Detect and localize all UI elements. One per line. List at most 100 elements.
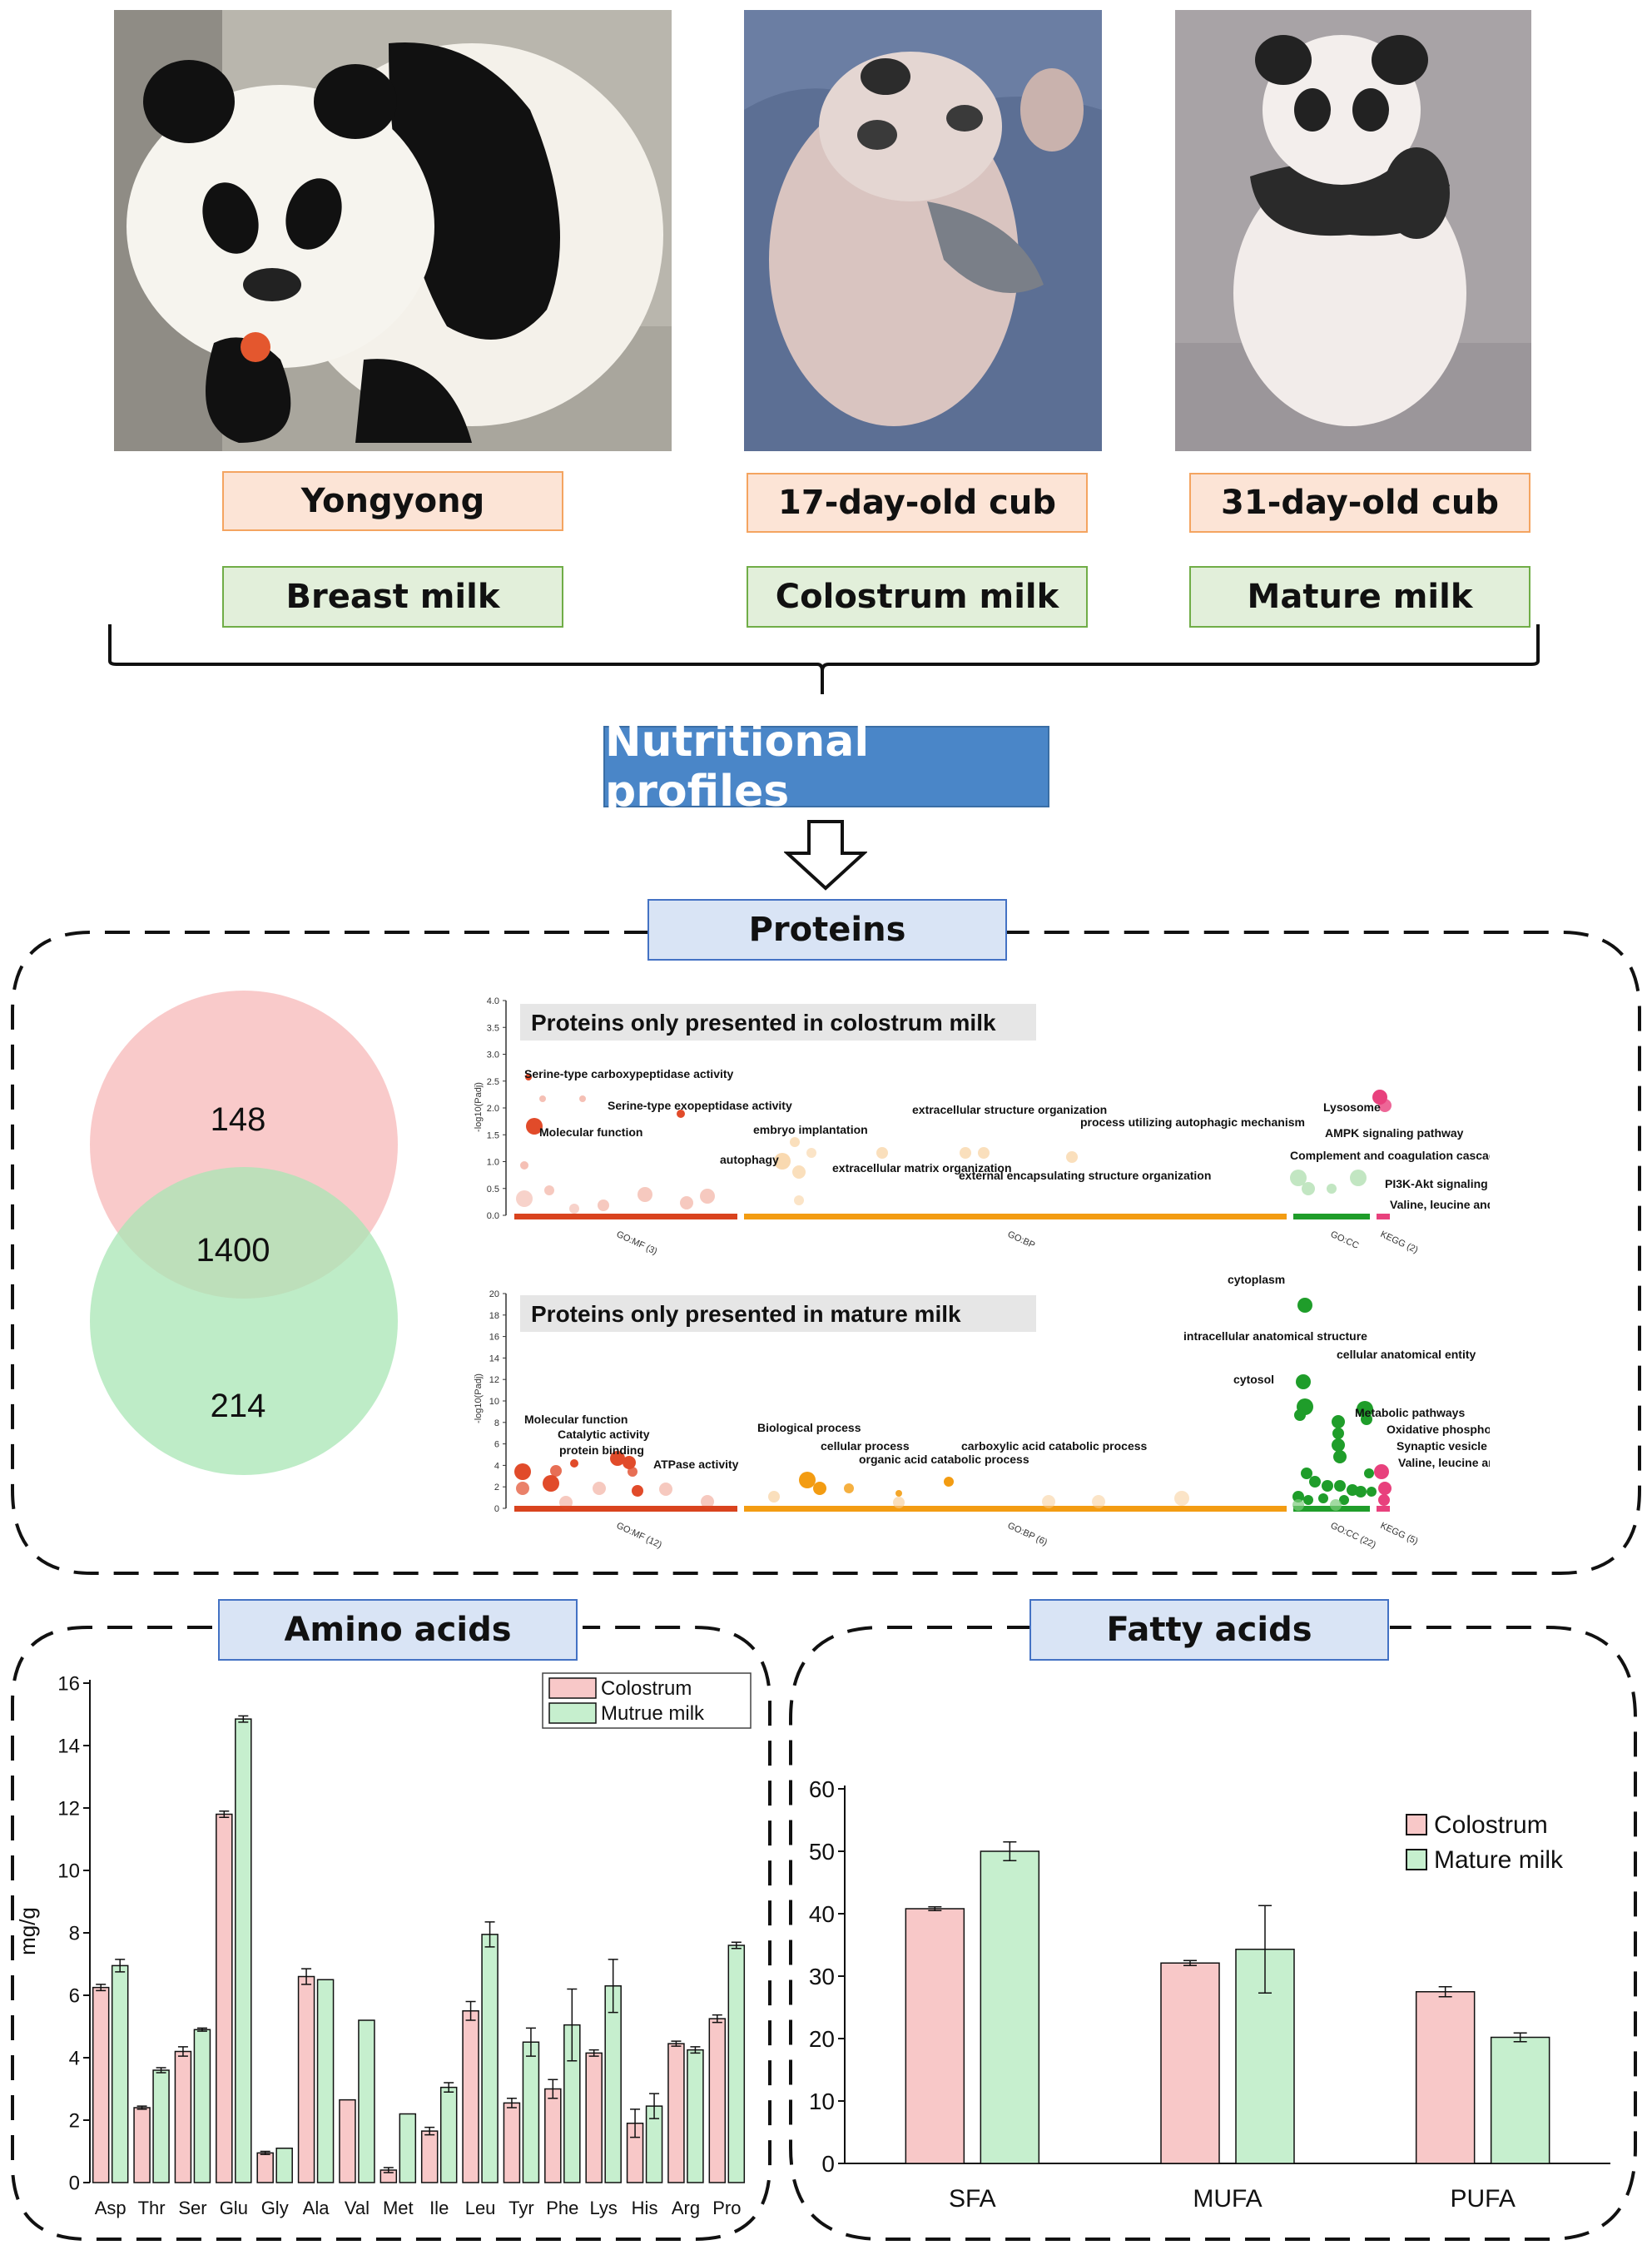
enrichment-point xyxy=(570,1459,578,1468)
enrichment-point xyxy=(1296,1374,1311,1389)
category-label: Leu xyxy=(465,2198,496,2218)
enrichment-point xyxy=(559,1496,573,1509)
y-tick-label: 16 xyxy=(57,1672,80,1695)
mature-ylabel: -log10(Padj) xyxy=(474,1373,484,1423)
bar-colostrum xyxy=(667,2043,685,2183)
bar-colostrum xyxy=(420,2130,439,2183)
enrichment-point xyxy=(978,1147,990,1159)
enrichment-point xyxy=(701,1495,714,1508)
mature-annotation: Synaptic vesicle cycle xyxy=(1397,1439,1490,1453)
category-label: Lys xyxy=(589,2198,617,2218)
bar-mutrue-milk xyxy=(604,1985,622,2183)
category-label: Asp xyxy=(95,2198,127,2218)
mature-annotation: carboxylic acid catabolic process xyxy=(961,1439,1148,1453)
label-colostrum-milk: Colostrum milk xyxy=(747,566,1088,628)
bar-mutrue-milk xyxy=(358,2019,375,2183)
y-tick-label: 2.5 xyxy=(487,1077,499,1087)
y-tick-label: 0.0 xyxy=(487,1211,499,1221)
photo-17-day-cub xyxy=(744,10,1102,451)
bar-colostrum xyxy=(503,2102,521,2183)
enrichment-point xyxy=(1322,1480,1333,1492)
bar-mutrue-milk xyxy=(687,2049,704,2183)
y-tick-label: 14 xyxy=(57,1735,80,1757)
colostrum-annotation: Serine-type exopeptidase activity xyxy=(608,1099,792,1112)
bar-mutrue-milk xyxy=(727,1945,746,2183)
enrichment-point xyxy=(525,1074,532,1080)
bar-colostrum xyxy=(462,2010,479,2183)
label-31-day-cub: 31-day-old cub xyxy=(1189,473,1530,533)
fatty-legend: Colostrum Mature milk xyxy=(1406,1811,1564,1874)
enrichment-point xyxy=(790,1137,800,1147)
y-tick-label: 10 xyxy=(809,2089,835,2114)
amino-legend: Colostrum Mutrue milk xyxy=(542,1672,752,1729)
colostrum-annotation: Molecular function xyxy=(539,1125,642,1139)
mature-annotation: intracellular anatomical structure xyxy=(1183,1329,1367,1343)
mature-annotation: cytosol xyxy=(1233,1373,1274,1386)
enrichment-point xyxy=(526,1118,543,1135)
category-label: Arg xyxy=(672,2198,700,2218)
enrichment-point xyxy=(1332,1415,1345,1428)
legend-mature-swatch xyxy=(1406,1849,1427,1870)
enrichment-point xyxy=(774,1153,791,1170)
enrichment-point xyxy=(1309,1476,1321,1488)
colostrum-annotation: external encapsulating structure organiz… xyxy=(959,1169,1211,1182)
enrichment-point xyxy=(1302,1182,1315,1195)
enrichment-point xyxy=(1318,1493,1328,1503)
bar-mature-milk xyxy=(980,1850,1040,2164)
enrichment-point xyxy=(516,1190,533,1207)
enrichment-point xyxy=(1334,1480,1346,1492)
colostrum-y-ticks: 0.00.51.01.52.02.53.03.54.0 xyxy=(487,996,506,1221)
mature-annotation: Biological process xyxy=(757,1421,861,1434)
y-tick-label: 3.0 xyxy=(487,1050,499,1060)
y-tick-label: 50 xyxy=(809,1839,835,1865)
mature-group-bp: GO:BP (6) xyxy=(1006,1521,1049,1547)
bar-colostrum xyxy=(174,2050,192,2183)
enrichment-point xyxy=(550,1465,562,1477)
enrichment-point xyxy=(632,1485,643,1497)
category-label: SFA xyxy=(949,2185,996,2213)
category-label: Pro xyxy=(712,2198,741,2218)
y-tick-label: 30 xyxy=(809,1964,835,1989)
colostrum-annotation: embryo implantation xyxy=(753,1123,868,1136)
venn-diagram: 148 1400 214 xyxy=(90,991,398,1475)
enrichment-point xyxy=(569,1204,579,1214)
enrichment-point xyxy=(1042,1495,1055,1508)
colostrum-panel-title: Proteins only presented in colostrum mil… xyxy=(531,1010,996,1036)
fatty-acids-title: Fatty acids xyxy=(1029,1599,1389,1661)
enrichment-point xyxy=(893,1497,905,1508)
mature-annotation: Metabolic pathways xyxy=(1355,1406,1465,1419)
colostrum-group-kegg: KEGG (2) xyxy=(1379,1229,1420,1255)
y-tick-label: 4 xyxy=(69,2047,80,2069)
y-tick-label: 16 xyxy=(489,1333,499,1343)
enrichment-point xyxy=(1378,1482,1392,1495)
y-tick-label: 6 xyxy=(69,1984,80,2007)
enrichment-point xyxy=(516,1482,529,1495)
colostrum-annotation: Lysosome xyxy=(1323,1100,1381,1114)
enrichment-point xyxy=(680,1196,693,1209)
y-tick-label: 3.5 xyxy=(487,1023,499,1033)
category-label: Met xyxy=(383,2198,414,2218)
bar-colostrum xyxy=(339,2099,356,2183)
mature-panel-title: Proteins only presented in mature milk xyxy=(531,1301,961,1327)
enrichment-point xyxy=(1303,1495,1313,1505)
legend-colostrum-swatch xyxy=(548,1677,597,1699)
colostrum-enrichment-plot: 0.00.51.01.52.02.53.03.54.0 -log10(Padj)… xyxy=(474,996,1490,1257)
label-17-day-cub: 17-day-old cub xyxy=(747,473,1088,533)
category-label: Gly xyxy=(261,2198,289,2218)
colostrum-annotation: extracellular matrix organization xyxy=(832,1161,1012,1175)
enrichment-point xyxy=(544,1185,554,1195)
enrichment-point xyxy=(1339,1495,1349,1505)
category-label: Thr xyxy=(138,2198,166,2218)
proteins-title: Proteins xyxy=(647,899,1007,961)
colostrum-annotation: Serine-type carboxypeptidase activity xyxy=(524,1067,734,1080)
y-tick-label: 0 xyxy=(821,2151,835,2177)
bar-mutrue-milk xyxy=(439,2086,458,2183)
y-tick-label: 40 xyxy=(809,1901,835,1927)
enrichment-point xyxy=(1066,1151,1078,1163)
bar-colostrum xyxy=(544,2088,562,2183)
enrichment-point xyxy=(593,1482,606,1495)
legend-mature-label: Mature milk xyxy=(1434,1846,1564,1874)
